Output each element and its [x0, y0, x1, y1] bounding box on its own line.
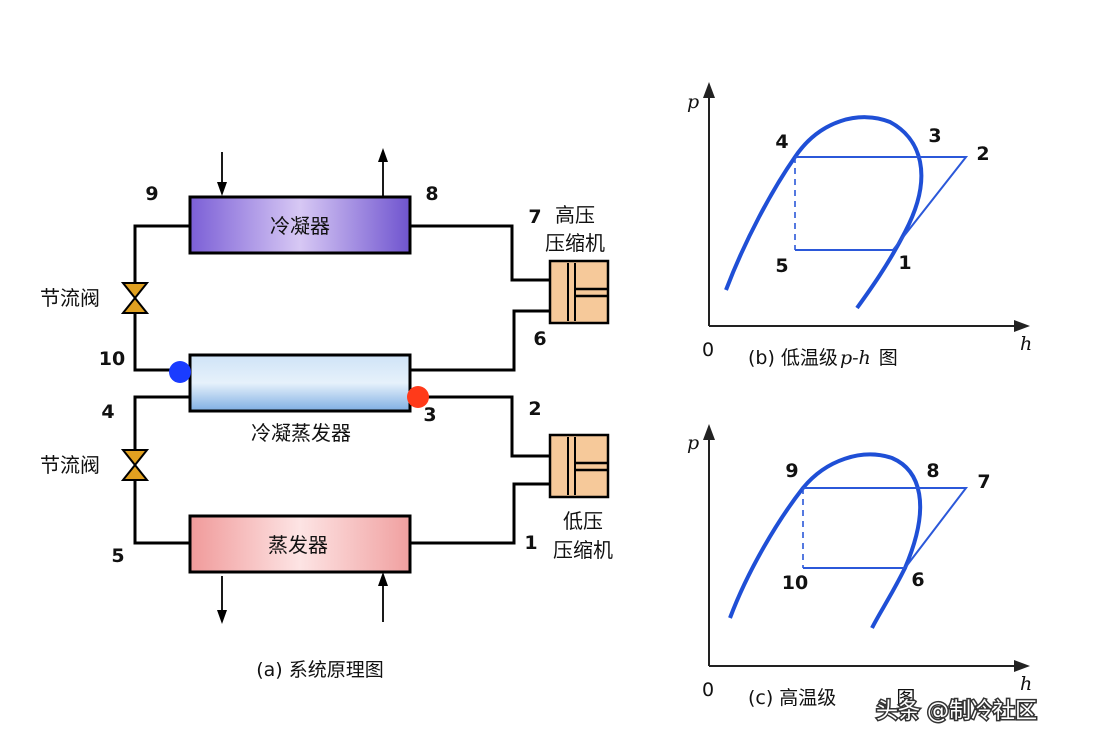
- cond-evaporator-label: 冷凝蒸发器: [251, 421, 351, 445]
- caption-b-text: (b) 低温级: [748, 347, 838, 369]
- lp-compressor: [548, 433, 610, 499]
- point-1: 1: [524, 532, 537, 554]
- caption-b-suffix: 图: [879, 347, 898, 369]
- outlet-dot: [407, 386, 429, 408]
- point-1: 1: [898, 252, 911, 274]
- point-6: 6: [911, 569, 924, 591]
- saturation-dome: [724, 115, 924, 310]
- caption-b-var: p-h: [840, 347, 871, 369]
- pipe-9-valve: [133, 224, 190, 283]
- origin-label: 0: [702, 679, 714, 701]
- evaporator: [188, 514, 412, 574]
- point-6: 6: [533, 328, 546, 350]
- point-10: 10: [99, 348, 125, 370]
- point-9: 9: [785, 460, 798, 482]
- condenser-label: 冷凝器: [270, 214, 330, 238]
- y-axis-label: p: [687, 432, 699, 454]
- origin-label: 0: [702, 339, 714, 361]
- condenser-water-arrows: [217, 148, 388, 196]
- hp-compressor-label-2: 压缩机: [545, 231, 605, 255]
- pipe-3-2: [410, 395, 552, 458]
- caption-a: (a) 系统原理图: [256, 659, 384, 681]
- caption-c-suffix: 图: [896, 687, 915, 709]
- point-4: 4: [775, 131, 788, 153]
- condenser: [188, 195, 412, 255]
- cycle-top-line: [803, 487, 969, 569]
- pipe-8-7: [410, 224, 552, 282]
- piping: [133, 224, 552, 545]
- point-5: 5: [775, 255, 788, 277]
- point-5: 5: [111, 545, 124, 567]
- cycle-top-line: [795, 156, 969, 251]
- system-schematic: 冷凝器 冷凝蒸发器 蒸发器 节流阀: [40, 148, 613, 681]
- point-7: 7: [977, 471, 990, 493]
- caption-c-text: (c) 高温级: [748, 687, 836, 709]
- inlet-dot: [169, 361, 191, 383]
- point-8: 8: [926, 460, 939, 482]
- point-2: 2: [528, 398, 541, 420]
- lp-compressor-label-2: 压缩机: [553, 538, 613, 562]
- point-10: 10: [782, 572, 808, 594]
- point-9: 9: [145, 183, 158, 205]
- y-axis-label: p: [687, 91, 699, 113]
- valve-lower-label: 节流阀: [40, 453, 100, 477]
- throttle-valve-lower: [120, 449, 150, 481]
- watermark: 头条 @制冷社区: [876, 699, 1037, 724]
- saturation-dome: [728, 452, 923, 629]
- point-3: 3: [928, 125, 941, 147]
- point-3: 3: [423, 404, 436, 426]
- hp-compressor: [548, 259, 610, 325]
- pipe-4-valve: [133, 395, 190, 450]
- caption-c-prefix: (c) 高温级 图: [748, 687, 915, 709]
- point-4: 4: [101, 401, 114, 423]
- ph-diagram-high: p h 0 9 8 7 10 6 (c) 高温级 图: [687, 424, 1032, 709]
- x-axis-label: h: [1020, 673, 1032, 695]
- point-7: 7: [528, 206, 541, 228]
- pipe-1: [410, 482, 552, 545]
- point-8: 8: [425, 183, 438, 205]
- evaporator-arrows: [217, 572, 388, 624]
- valve-upper-label: 节流阀: [40, 286, 100, 310]
- throttle-valve-upper: [120, 282, 150, 314]
- pipe-valve-5: [133, 479, 190, 545]
- lp-compressor-label-1: 低压: [563, 509, 603, 533]
- pipe-6: [410, 309, 552, 372]
- condensing-evaporator: [188, 353, 412, 413]
- hp-compressor-label-1: 高压: [555, 203, 595, 227]
- point-2: 2: [976, 143, 989, 165]
- x-axis-label: h: [1020, 333, 1032, 355]
- evaporator-label: 蒸发器: [268, 533, 328, 557]
